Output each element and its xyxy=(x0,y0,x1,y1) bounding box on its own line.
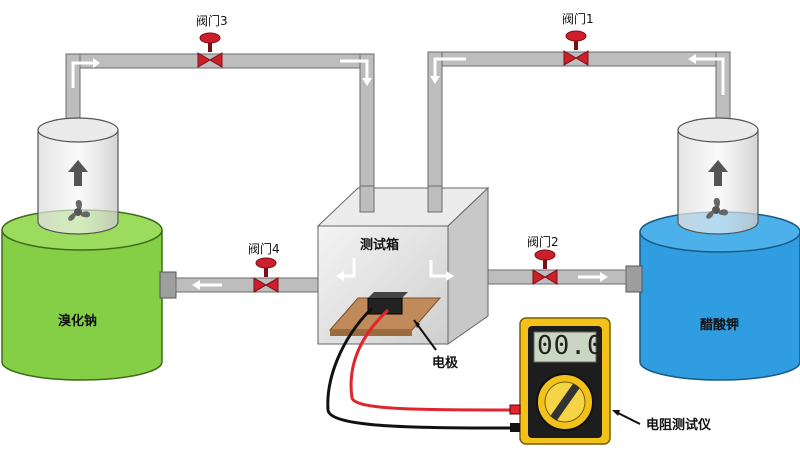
fan-icon xyxy=(68,199,91,221)
valve-3-label: 阀门3 xyxy=(196,14,228,28)
up-arrow-icon xyxy=(708,160,728,186)
glass-cylinder-left xyxy=(37,117,119,235)
test-box-label: 测试箱 xyxy=(360,238,400,253)
meter-lcd xyxy=(533,331,597,363)
up-arrow-icon xyxy=(68,160,88,186)
glass-cylinder-right xyxy=(677,117,759,235)
valve-2-label: 阀门2 xyxy=(527,235,559,249)
tank-right xyxy=(625,211,800,381)
tank-left xyxy=(1,209,177,381)
valve-1-label: 阀门1 xyxy=(562,12,594,26)
valve-1[interactable] xyxy=(563,30,589,66)
valve-4-label: 阀门4 xyxy=(248,242,280,256)
tank-right-label: 醋酸钾 xyxy=(700,318,740,333)
electrode-label: 电极 xyxy=(432,356,459,371)
meter-reading: 00.0 xyxy=(537,331,604,361)
tank-left-label: 溴化钠 xyxy=(58,314,98,329)
meter-label: 电阻测试仪 xyxy=(646,418,712,433)
pipe-loop-left xyxy=(65,53,375,215)
valve-4[interactable] xyxy=(253,257,279,293)
valve-3[interactable] xyxy=(197,32,223,68)
electrode-pointer xyxy=(413,319,437,351)
wires xyxy=(326,306,519,430)
fan-icon xyxy=(706,197,729,219)
meter-pointer xyxy=(612,410,641,425)
pipe-bottom-left xyxy=(175,277,319,293)
resistance-meter xyxy=(509,317,611,445)
valve-2[interactable] xyxy=(532,249,558,285)
